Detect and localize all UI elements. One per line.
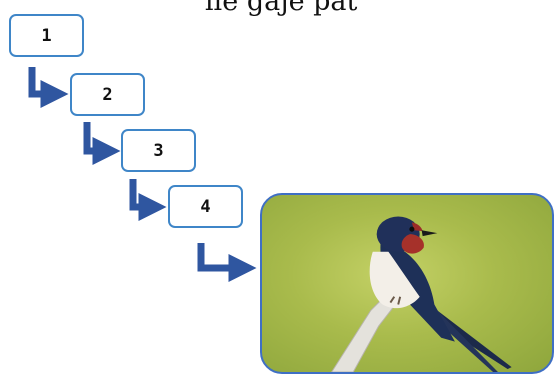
- step-box-2: 2: [70, 73, 145, 116]
- cropped-heading-text: lle gaje pat: [0, 0, 554, 17]
- step-box-3: 3: [121, 129, 196, 172]
- swallow-illustration: [331, 216, 512, 372]
- step-box-4: 4: [168, 185, 243, 228]
- step-label-4: 4: [200, 196, 211, 217]
- arrow-2-to-3: [83, 122, 121, 165]
- cropped-heading-text-content: lle gaje pat: [205, 0, 358, 17]
- swallow-photo: [260, 193, 554, 374]
- arrow-3-to-4: [129, 179, 167, 221]
- beak: [421, 230, 438, 237]
- arrow-4-to-photo: [197, 243, 257, 282]
- step-label-2: 2: [102, 84, 113, 105]
- step-box-1: 1: [9, 14, 84, 57]
- arrow-1-to-2: [28, 67, 69, 108]
- throat: [401, 234, 424, 254]
- belly: [369, 251, 420, 309]
- eye: [409, 226, 415, 232]
- wing: [380, 241, 455, 342]
- step-label-3: 3: [153, 140, 164, 161]
- step-label-1: 1: [41, 25, 52, 46]
